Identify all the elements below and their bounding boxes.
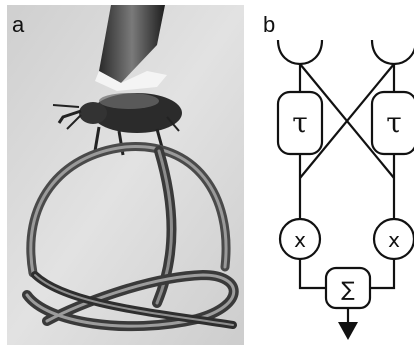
right-delay-symbol: τ	[386, 106, 402, 139]
motion-detector-diagram: τ τ x x ∑	[248, 0, 414, 349]
right-multiplier: x	[374, 219, 414, 259]
left-receptor	[278, 40, 322, 64]
left-delay-symbol: τ	[292, 106, 308, 139]
left-delay-unit: τ	[278, 92, 322, 154]
summation-unit: ∑	[326, 268, 370, 308]
left-multiplier: x	[280, 219, 320, 259]
right-multiply-symbol: x	[388, 228, 400, 252]
right-receptor	[372, 40, 414, 64]
right-delay-unit: τ	[372, 92, 414, 154]
sum-symbol: ∑	[341, 277, 355, 301]
left-multiply-symbol: x	[294, 228, 306, 252]
beetle-photo	[7, 5, 244, 345]
panel-label-a: a	[12, 14, 24, 36]
beetle-photo-illustration	[7, 5, 244, 345]
output-arrow-icon	[338, 322, 358, 340]
